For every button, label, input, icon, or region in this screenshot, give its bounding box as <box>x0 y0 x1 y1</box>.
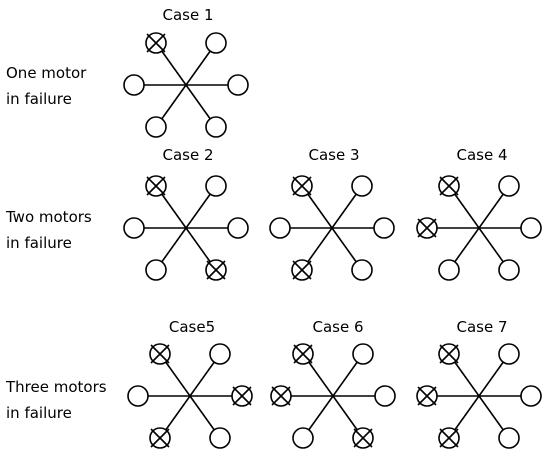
arm-bottom-right <box>185 84 211 120</box>
arm-bottom-left <box>307 227 333 263</box>
motor-top-right <box>351 175 373 197</box>
motor-top-right <box>205 175 227 197</box>
arm-top-left <box>161 193 187 229</box>
arm-bottom-right <box>478 395 504 431</box>
arm-bottom-left <box>161 227 187 263</box>
failed-motor-left <box>270 385 292 407</box>
motor-top-right <box>209 343 231 365</box>
arm-bottom-left <box>165 395 191 431</box>
motor-left <box>127 385 149 407</box>
arm-top-left <box>454 361 480 397</box>
hexacopter-diagram-case-7 <box>416 343 542 449</box>
case-title: Case5 <box>168 318 216 336</box>
motor-top-right <box>205 32 227 54</box>
failed-motor-right <box>231 385 253 407</box>
arm-top-left <box>165 361 191 397</box>
failed-motor-top-left <box>145 32 167 54</box>
case-title: Case 2 <box>162 146 214 164</box>
motor-bottom-left <box>145 116 167 138</box>
row-label-one-motor: One motor in failure <box>6 60 86 112</box>
failed-motor-top-left <box>291 175 313 197</box>
case-title: Case 7 <box>456 318 508 336</box>
hexacopter-diagram-case-5 <box>127 343 253 449</box>
row-label-three-motors: Three motors in failure <box>6 374 107 426</box>
arm-top-left <box>454 193 480 229</box>
motor-bottom-left <box>438 259 460 281</box>
motor-right <box>520 217 542 239</box>
failed-motor-top-left <box>438 343 460 365</box>
motor-bottom-left <box>145 259 167 281</box>
arm-top-left <box>161 50 187 86</box>
motor-bottom-right <box>205 116 227 138</box>
case-title: Case 1 <box>162 6 214 24</box>
hexacopter-diagram-case-3 <box>269 175 395 281</box>
arm-top-right <box>331 193 357 229</box>
arm-top-left <box>308 361 334 397</box>
hexacopter-diagram-case-6 <box>270 343 396 449</box>
arm-bottom-right <box>189 395 215 431</box>
arm-bottom-left <box>161 84 187 120</box>
failed-motor-bottom-left <box>149 427 171 449</box>
row-label-line: One motor <box>6 64 87 82</box>
motor-bottom-right <box>498 427 520 449</box>
failed-motor-bottom-right <box>205 259 227 281</box>
arm-top-left <box>307 193 333 229</box>
motor-top-right <box>352 343 374 365</box>
motor-right <box>227 74 249 96</box>
failed-motor-top-left <box>149 343 171 365</box>
arm-bottom-left <box>308 395 334 431</box>
motor-left <box>269 217 291 239</box>
hexacopter-diagram-case-4 <box>416 175 542 281</box>
row-label-two-motors: Two motors in failure <box>6 204 92 256</box>
arm-bottom-left <box>454 395 480 431</box>
motor-right <box>520 385 542 407</box>
failed-motor-left <box>416 385 438 407</box>
failed-motor-top-left <box>438 175 460 197</box>
motor-bottom-right <box>209 427 231 449</box>
motor-left <box>123 217 145 239</box>
arm-bottom-right <box>332 395 358 431</box>
arm-top-right <box>478 361 504 397</box>
hexacopter-diagram-case-2 <box>123 175 249 281</box>
motor-bottom-right <box>498 259 520 281</box>
motor-left <box>123 74 145 96</box>
arm-top-right <box>478 193 504 229</box>
motor-right <box>373 217 395 239</box>
arm-bottom-right <box>185 227 211 263</box>
failed-motor-bottom-left <box>438 427 460 449</box>
failed-motor-top-left <box>292 343 314 365</box>
row-label-line: in failure <box>6 90 72 108</box>
arm-top-right <box>185 50 211 86</box>
hexacopter-diagram-case-1 <box>123 32 249 138</box>
motor-bottom-left <box>292 427 314 449</box>
arm-bottom-left <box>454 227 480 263</box>
row-label-line: Three motors <box>6 378 107 396</box>
arm-top-right <box>185 193 211 229</box>
motor-right <box>374 385 396 407</box>
arm-top-right <box>332 361 358 397</box>
case-title: Case 3 <box>308 146 360 164</box>
row-label-line: in failure <box>6 234 72 252</box>
case-title: Case 6 <box>312 318 364 336</box>
motor-right <box>227 217 249 239</box>
failed-motor-left <box>416 217 438 239</box>
case-title: Case 4 <box>456 146 508 164</box>
failed-motor-bottom-right <box>352 427 374 449</box>
failed-motor-bottom-left <box>291 259 313 281</box>
row-label-line: Two motors <box>6 208 92 226</box>
motor-top-right <box>498 343 520 365</box>
arm-bottom-right <box>331 227 357 263</box>
row-label-line: in failure <box>6 404 72 422</box>
arm-bottom-right <box>478 227 504 263</box>
arm-top-right <box>189 361 215 397</box>
motor-top-right <box>498 175 520 197</box>
motor-bottom-right <box>351 259 373 281</box>
failed-motor-top-left <box>145 175 167 197</box>
